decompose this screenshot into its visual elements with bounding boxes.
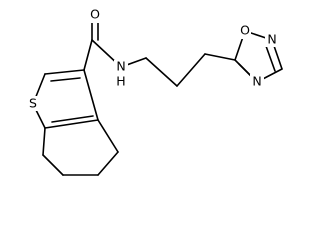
molecule-diagram: S O N H O N N <box>27 6 283 176</box>
bond-c3-c5 <box>204 53 236 61</box>
bond-c7a-c3a-double <box>51 115 94 123</box>
bond-c2-c3-double <box>50 77 81 82</box>
atom-n2: N <box>267 32 276 47</box>
bond-n2-c3-double <box>265 45 276 72</box>
mask-o1 <box>89 8 101 23</box>
atom-n-amide: N <box>116 59 125 74</box>
bond-c7a-c3a <box>44 119 99 129</box>
atom-h-amide: H <box>116 74 125 89</box>
mask-h-amide <box>114 75 126 90</box>
bond-c2-c3-chain <box>176 53 206 87</box>
atom-labels: S O N H O N N <box>29 7 277 111</box>
bond-c3-carbonyl <box>83 39 93 71</box>
bond-c4-c3a <box>97 119 119 153</box>
bond-c1-c2 <box>145 57 178 87</box>
structure-canvas: S O N H O N N <box>27 6 283 176</box>
atom-o2: O <box>240 23 250 38</box>
atom-n4: N <box>252 74 261 89</box>
mask-o2 <box>239 24 251 39</box>
mask-n-amide <box>114 60 128 75</box>
bond-c3-c3a <box>83 69 99 121</box>
atom-o1: O <box>90 7 100 22</box>
bond-c7a-c7 <box>42 127 46 156</box>
bond-c7-c6 <box>42 154 64 176</box>
bond-n4-c5-double <box>238 63 252 77</box>
atom-label-masks <box>27 8 279 111</box>
bonds <box>32 15 283 176</box>
atom-s1: S <box>29 96 37 111</box>
mask-n2 <box>265 32 279 47</box>
mask-n4 <box>250 74 264 89</box>
bond-c2-c3 <box>44 69 85 75</box>
mask-s1 <box>27 96 39 111</box>
bond-c5-c4 <box>97 151 119 176</box>
